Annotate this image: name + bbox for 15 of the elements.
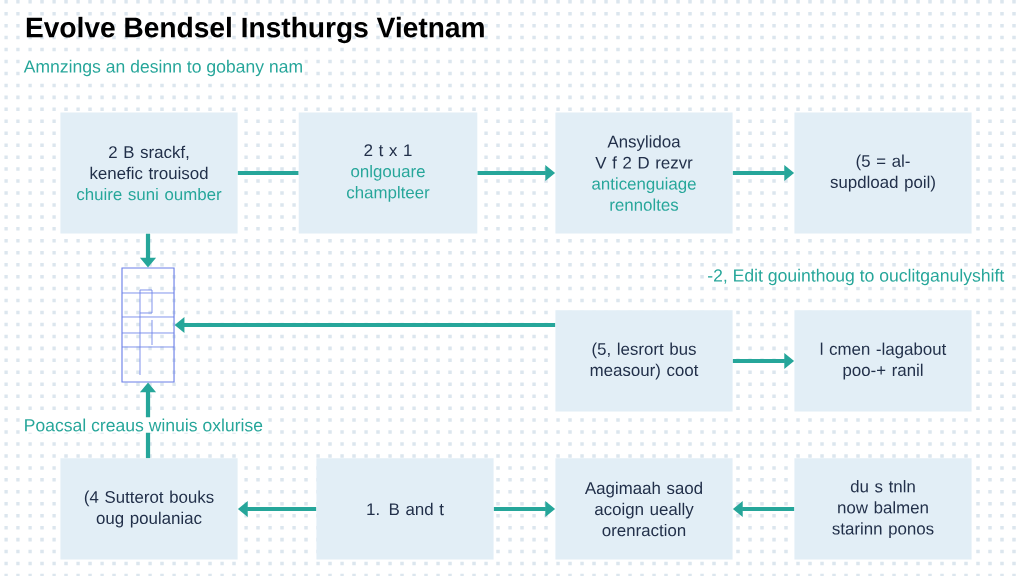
note-text: Amnzings an desinn to gobany nam	[22, 58, 305, 78]
process-box: 1. B and t	[316, 458, 494, 560]
process-box: 2 B srackf, kenefic trouisod chuire suni oumber	[60, 112, 238, 234]
process-box: l cmen -lagabout poo-+ ranil	[794, 310, 972, 412]
door-drawing	[121, 267, 175, 383]
process-box: (4 Sutterot bouks oug poulaniac	[60, 458, 238, 560]
note-text: Poacsal creaus winuis oxlurise	[22, 417, 265, 433]
title: Evolve Bendsel Insthurgs Vietnam	[26, 16, 484, 44]
process-box: (5 = al-supdload poil)	[794, 112, 972, 234]
note-text: -2, Edit gouinthoug to ouclitganulyshift	[705, 267, 1006, 287]
process-box: Aagimaah saod acoign ueally orenraction	[555, 458, 733, 560]
process-box: du s tnln now balmen starinn ponos	[794, 458, 972, 560]
process-box: Ansylidoa V f 2 D rezvr anticenguiage rennoltes	[555, 112, 733, 234]
process-box: 2 t x 1 onlgouare champlteer	[298, 112, 478, 234]
process-box: (5, lesrort bus measour) coot	[555, 310, 733, 412]
